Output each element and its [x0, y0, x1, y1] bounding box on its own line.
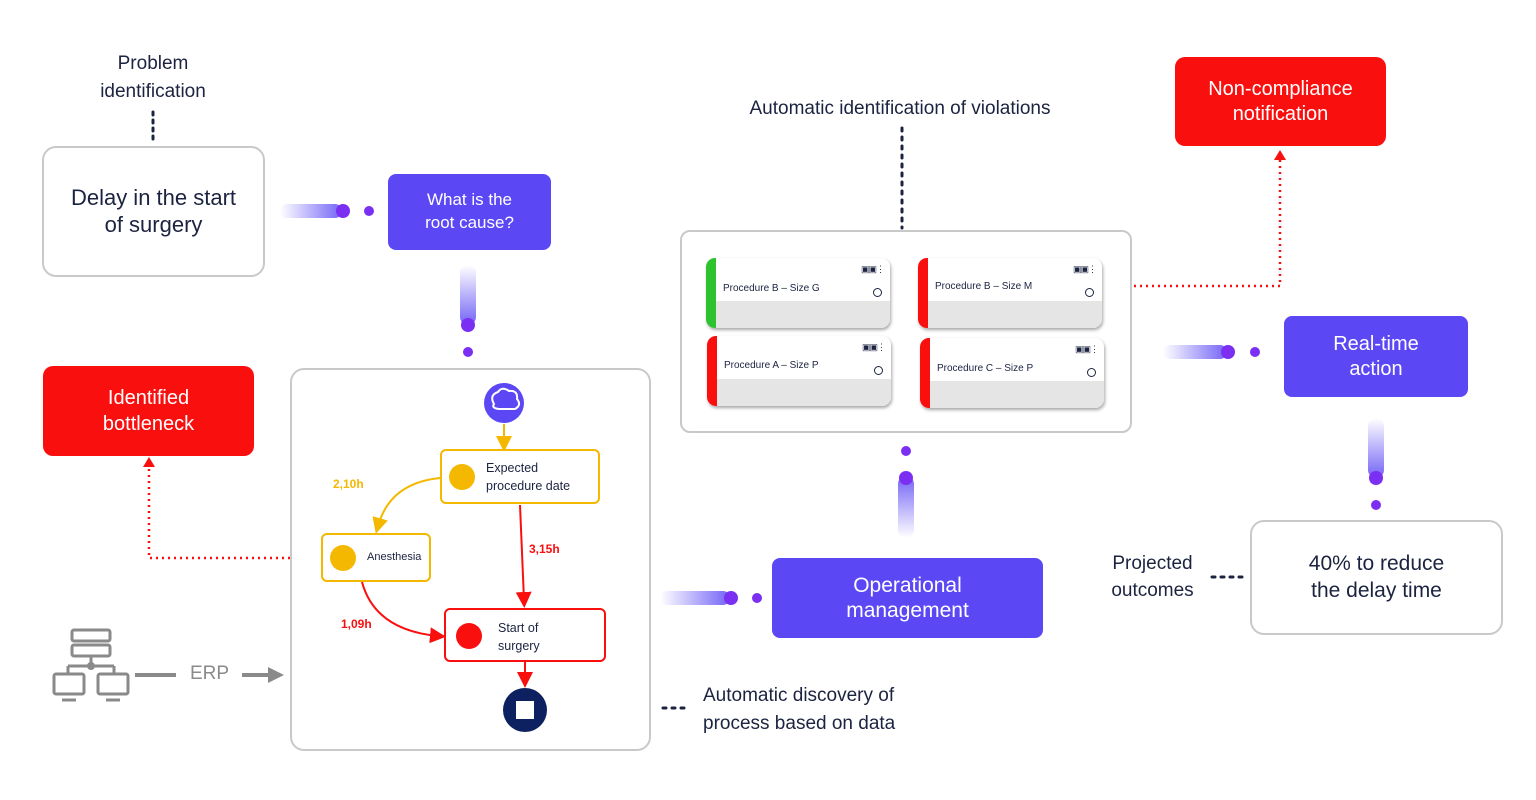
duration-expected-anesthesia: 2,10h — [333, 477, 364, 491]
noncompliance-text: Non-compliance notification — [1208, 77, 1353, 125]
clock-icon — [874, 366, 883, 375]
operational-management-text: Operational management — [846, 573, 969, 622]
process-graph — [361, 383, 547, 732]
procedure-name: Procedure A – Size P — [724, 360, 819, 371]
reduce-delay-text: 40% to reduce the delay time — [1308, 552, 1445, 602]
document-icons: ▣▣⋮ — [1074, 344, 1099, 354]
operational-management-box: Operational management — [772, 558, 1043, 638]
procedure-name: Procedure B – Size G — [723, 283, 820, 294]
problem-identification-label: Problem identification — [100, 53, 206, 102]
anesthesia-node: Anesthesia — [321, 533, 431, 582]
root-cause-text: What is the root cause? — [425, 190, 514, 232]
delay-box-text: Delay in the start of surgery — [70, 185, 237, 237]
clock-icon — [1085, 288, 1094, 297]
root-cause-box: What is the root cause? — [388, 174, 551, 250]
expected-node-label: Expected procedure date — [486, 461, 571, 494]
reduce-delay-box: 40% to reduce the delay time — [1250, 520, 1503, 635]
duration-expected-start: 3,15h — [529, 542, 560, 556]
status-strip — [707, 336, 717, 406]
procedure-name: Procedure B – Size M — [935, 281, 1033, 292]
realtime-action-box: Real-time action — [1284, 316, 1468, 397]
bottleneck-text: Identified bottleneck — [102, 387, 195, 435]
procedure-card: ▣▣⋮ Procedure C – Size P — [920, 338, 1104, 408]
anesthesia-node-dot — [330, 545, 356, 571]
server-network-icon — [52, 628, 130, 702]
noncompliance-box: Non-compliance notification — [1175, 57, 1386, 146]
procedure-card: ▣▣⋮ Procedure B – Size M — [918, 258, 1102, 328]
duration-anesthesia-start: 1,09h — [341, 617, 372, 631]
anesthesia-node-label: Anesthesia — [367, 551, 422, 563]
start-node-dot — [456, 623, 482, 649]
start-of-surgery-node: Start of surgery — [444, 608, 606, 662]
procedure-card: ▣▣⋮ Procedure B – Size G — [706, 258, 890, 328]
violations-label: Automatic identification of violations — [749, 98, 1051, 119]
document-icons: ▣▣⋮ — [1072, 264, 1097, 274]
erp-label: ERP — [190, 663, 230, 684]
status-strip — [918, 258, 928, 328]
realtime-action-text: Real-time action — [1333, 332, 1419, 380]
document-icons: ▣▣⋮ — [861, 342, 886, 352]
delay-box: Delay in the start of surgery — [42, 146, 265, 277]
status-strip — [920, 338, 930, 408]
expected-node-dot — [449, 464, 475, 490]
procedure-card: ▣▣⋮ Procedure A – Size P — [707, 336, 891, 406]
projected-outcomes-label: Projected outcomes — [1111, 553, 1194, 601]
clock-icon — [1087, 368, 1096, 377]
expected-procedure-node: Expected procedure date — [440, 449, 600, 504]
start-node-label: Start of surgery — [498, 621, 540, 654]
brain-icon — [491, 387, 521, 410]
discovery-label: Automatic discovery of process based on … — [703, 685, 896, 734]
bottleneck-box: Identified bottleneck — [43, 366, 254, 456]
clock-icon — [873, 288, 882, 297]
document-icons: ▣▣⋮ — [860, 264, 885, 274]
procedure-name: Procedure C – Size P — [937, 363, 1034, 374]
status-strip — [706, 258, 716, 328]
